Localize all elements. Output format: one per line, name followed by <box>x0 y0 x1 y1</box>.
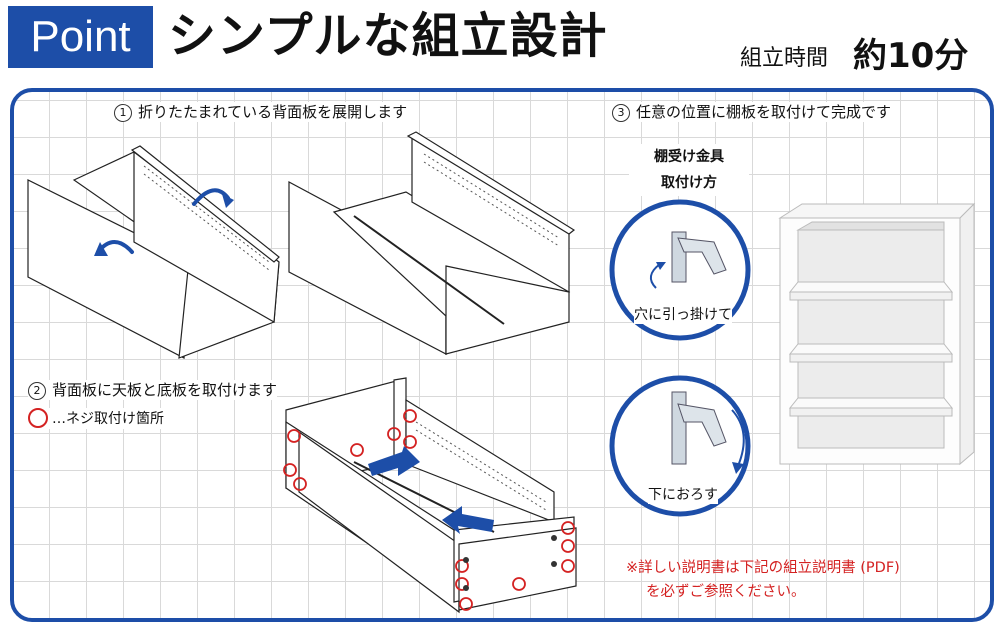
screw-legend-text: …ネジ取付け箇所 <box>52 411 164 427</box>
point-badge: Point <box>8 6 153 68</box>
bracket-hook-detail <box>609 199 751 517</box>
step-2-text: 背面板に天板と底板を取付けます <box>52 381 278 399</box>
screw-location-ring-icon <box>28 408 48 428</box>
unfolded-back-panel-illustration <box>288 131 576 355</box>
bracket-title: 棚受け金具 取付け方 <box>629 144 749 196</box>
step-2-number: 2 <box>28 382 46 400</box>
bracket-step2-label: 下におろす <box>648 486 718 504</box>
step-2-caption: 2 背面板に天板と底板を取付けます <box>28 380 278 400</box>
bracket-step1-label: 穴に引っ掛けて <box>634 306 732 324</box>
step-3-text: 任意の位置に棚板を取付けて完成です <box>636 103 892 121</box>
folded-back-panel-illustration <box>27 145 280 359</box>
bracket-title-line2: 取付け方 <box>661 175 717 191</box>
step-1-text: 折りたたまれている背面板を展開します <box>138 103 408 121</box>
manual-note-line2: を必ずご参照ください。 <box>646 584 806 600</box>
box-assembly-illustration <box>283 377 577 614</box>
page-title: シンプルな組立設計 <box>168 8 608 64</box>
manual-note-line1: ※詳しい説明書は下記の組立説明書 (PDF) <box>626 560 900 576</box>
assembly-time-label: 組立時間 <box>740 46 829 71</box>
assembly-time-value: 約10分 <box>853 36 969 76</box>
screw-legend: …ネジ取付け箇所 <box>28 408 164 429</box>
bracket-title-line1: 棚受け金具 <box>654 149 724 165</box>
manual-note: ※詳しい説明書は下記の組立説明書 (PDF) を必ずご参照ください。 <box>626 556 982 604</box>
instruction-panel: 1 折りたたまれている背面板を展開します 2 背面板に天板と底板を取付けます 3 任意… <box>10 88 994 622</box>
step-3-number: 3 <box>612 104 630 122</box>
finished-shelf-illustration <box>778 202 976 466</box>
header: Point シンプルな組立設計 組立時間 約10分 <box>0 0 1000 86</box>
step-1-number: 1 <box>114 104 132 122</box>
step-3-caption: 3 任意の位置に棚板を取付けて完成です <box>612 102 892 122</box>
step-1-caption: 1 折りたたまれている背面板を展開します <box>114 102 408 122</box>
